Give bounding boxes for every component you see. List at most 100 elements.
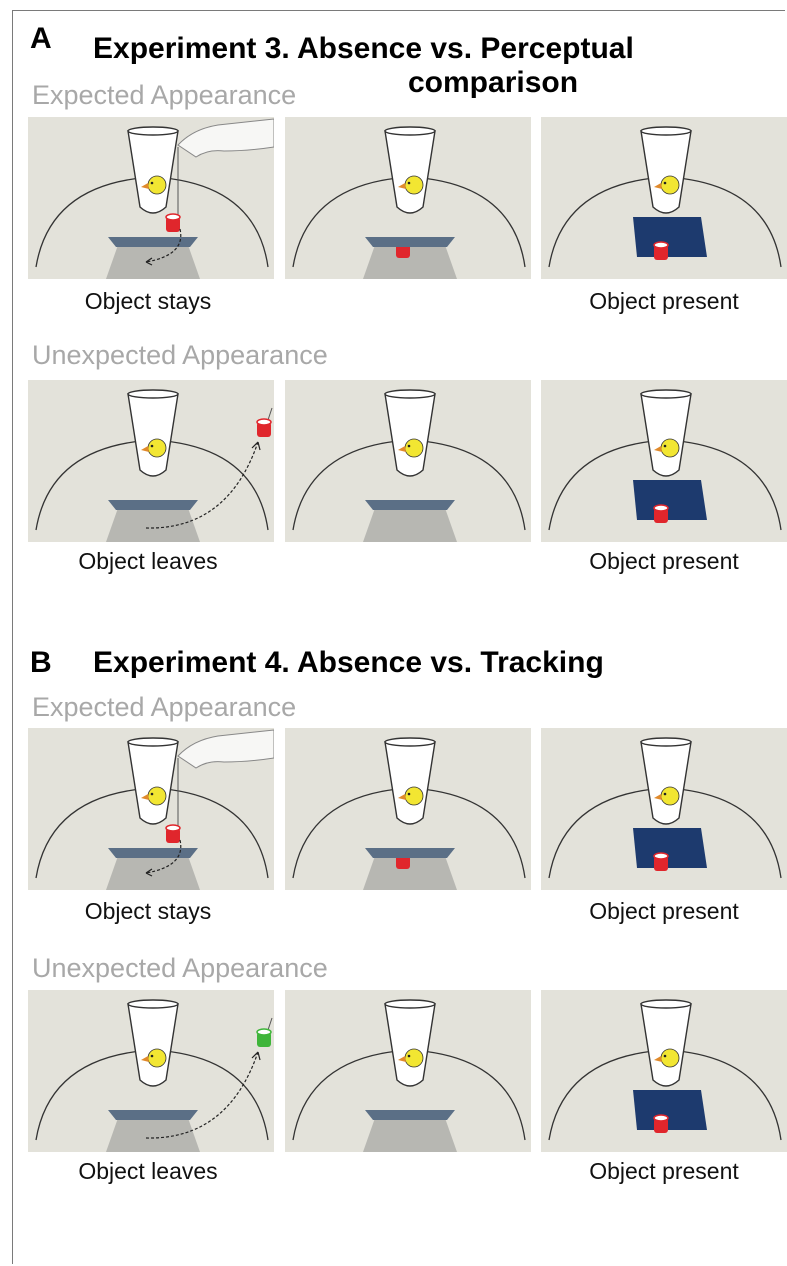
tube-icon [127,999,179,1087]
section-letter-a: A [30,22,52,55]
motion-arrow [145,1051,259,1139]
a-unexpected-scene-3 [541,380,787,542]
tube-icon [384,737,436,825]
b-expected-scene-1 [28,728,274,890]
chick-icon [141,1048,167,1068]
b-unexpected-caption-left: Object leaves [78,1158,218,1184]
tube-icon [640,737,692,825]
scene-drawing [292,389,526,542]
chick-icon [398,786,424,806]
chick-icon [654,175,680,195]
scene-drawing [292,999,526,1152]
scene-drawing [35,389,273,542]
b-expected-scene-3 [541,728,787,890]
scene-drawing [548,737,782,879]
b-unexpected-scene-2 [285,990,531,1152]
screen-shadow [106,856,200,890]
experiment-4-title: Experiment 4. Absence vs. Tracking [93,646,604,679]
scene-drawing [35,118,274,279]
tube-icon [640,126,692,214]
object-cup-icon [653,852,669,871]
a-unexpected-caption-right: Object present [589,548,739,574]
tube-icon [384,999,436,1087]
tube-icon [640,999,692,1087]
screen-shadow [363,856,457,890]
experiment-3-title-line2: comparison [408,66,579,99]
screen-shadow [363,1118,457,1152]
scene-drawing [35,999,273,1152]
screen-blue [633,480,707,520]
chick-icon [654,438,680,458]
screen-shadow [363,245,457,279]
tube-icon [640,389,692,477]
b-expected-label: Expected Appearance [32,692,297,722]
screen-slate [365,500,455,510]
a-expected-scene-1 [28,117,274,279]
hand-icon [177,729,274,828]
motion-arrow [145,228,182,263]
figure-frame [12,10,785,1264]
b-unexpected-caption-right: Object present [589,1158,739,1184]
chick-icon [654,786,680,806]
screen-slate [108,1110,198,1120]
leaving-cup-icon [256,1028,272,1047]
leaving-cup-icon [256,418,272,437]
a-unexpected-scene-1 [28,380,274,542]
screen-shadow [106,1118,200,1152]
screen-slate [365,237,455,247]
chick-icon [141,175,167,195]
chick-icon [398,1048,424,1068]
tube-icon [127,126,179,214]
b-expected-scene-2 [285,728,531,890]
screen-shadow [106,508,200,542]
screen-slate [365,1110,455,1120]
b-unexpected-scene-1 [28,990,274,1152]
section-letter-b: B [30,646,52,679]
object-cup-icon [653,241,669,260]
scene-drawing [548,999,782,1141]
scene-drawing [292,737,526,890]
motion-arrow [145,441,259,529]
tube-icon [384,389,436,477]
screen-slate [108,500,198,510]
object-cup-icon [653,1114,669,1133]
a-unexpected-caption-left: Object leaves [78,548,218,574]
scene-drawing [35,729,274,890]
a-expected-label: Expected Appearance [32,80,297,110]
screen-slate [108,237,198,247]
chick-icon [398,438,424,458]
scene-drawing [548,389,782,531]
experiment-3-title-line1: Experiment 3. Absence vs. Perceptual [93,32,634,65]
a-unexpected-label: Unexpected Appearance [32,340,328,370]
scene-drawing [292,126,526,279]
screen-shadow [106,245,200,279]
screen-blue [633,828,707,868]
scene-drawing [548,126,782,268]
b-expected-caption-right: Object present [589,898,739,924]
b-unexpected-scene-3 [541,990,787,1152]
tube-icon [384,126,436,214]
b-expected-caption-left: Object stays [84,898,212,924]
a-expected-caption-right: Object present [589,288,739,314]
a-unexpected-scene-2 [285,380,531,542]
motion-arrow [145,839,182,874]
screen-blue [633,217,707,257]
moving-cup-icon [165,213,181,232]
object-cup-icon [653,504,669,523]
hand-icon [177,118,274,217]
chick-icon [654,1048,680,1068]
a-expected-scene-3 [541,117,787,279]
tube-icon [127,389,179,477]
a-expected-caption-left: Object stays [84,288,212,314]
chick-icon [141,786,167,806]
a-expected-scene-2 [285,117,531,279]
screen-slate [108,848,198,858]
screen-blue [633,1090,707,1130]
screen-shadow [363,508,457,542]
moving-cup-icon [165,824,181,843]
chick-icon [398,175,424,195]
chick-icon [141,438,167,458]
tube-icon [127,737,179,825]
screen-slate [365,848,455,858]
b-unexpected-label: Unexpected Appearance [32,953,328,983]
